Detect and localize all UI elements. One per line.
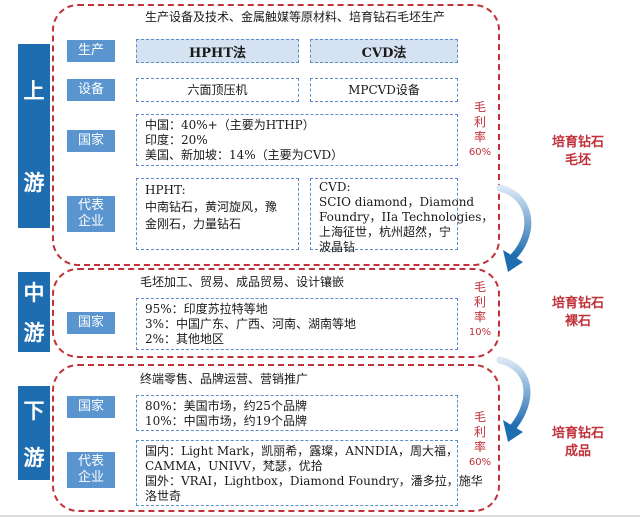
margin-char: 毛	[473, 100, 486, 114]
upstream-tab-companies: 代表 企业	[67, 196, 115, 232]
downstream-section	[52, 364, 500, 512]
company-line: CVD:	[319, 180, 351, 194]
product-line: 培育钻石	[551, 296, 604, 311]
product-line: 培育钻石	[551, 135, 604, 150]
midstream-product: 培育钻石 裸石	[538, 295, 618, 331]
cvd-companies-box: CVD: SCIO diamond，Diamond Foundry，IIa Te…	[310, 178, 493, 254]
upstream-header: 生产设备及技术、金属触媒等原材料、培育钻石毛坯生产	[144, 10, 445, 24]
upstream-tab-equipment: 设备	[67, 79, 115, 101]
cvd-equipment-box: MPCVD设备	[310, 78, 458, 102]
downstream-gross-margin: 毛 利 率 60%	[466, 410, 494, 470]
upstream-country-box: 中国：40%+（主要为HTHP） 印度：20% 美国、新加坡：14%（主要为CV…	[136, 114, 458, 166]
country-line: 10%：中国市场，约19个品牌	[145, 414, 307, 428]
tab-label-line: 代表	[77, 198, 104, 213]
tab-label: 设备	[77, 82, 104, 97]
country-line: 3%：中国广东、广西、河南、湖南等地	[145, 317, 357, 331]
margin-char: 率	[473, 130, 486, 144]
upstream-gross-margin: 毛 利 率 60%	[466, 100, 494, 160]
company-line: 中南钻石，黄河旋风，豫	[145, 200, 278, 214]
downstream-stage-label: 下 游	[18, 386, 50, 480]
upstream-product: 培育钻石 毛坯	[538, 134, 618, 170]
country-line: 中国：40%+（主要为HTHP）	[145, 118, 315, 132]
hpht-method-box: HPHT法	[136, 39, 299, 63]
margin-char: 率	[473, 440, 486, 454]
margin-char: 率	[473, 310, 486, 324]
tab-label: 国家	[77, 133, 104, 148]
margin-value: 10%	[468, 327, 492, 338]
country-line: 80%：美国市场，约25个品牌	[145, 399, 307, 413]
margin-char: 利	[473, 295, 486, 309]
downstream-companies-box: 国内：Light Mark，凯丽希，露璨，ANNDIA，周大福， CAMMA，U…	[136, 440, 483, 506]
upstream-section	[52, 4, 500, 266]
hpht-companies-box: HPHT: 中南钻石，黄河旋风，豫 金刚石，力量钻石	[136, 178, 299, 250]
midstream-header: 毛坯加工、贸易、成品贸易、设计镶嵌	[140, 275, 345, 289]
tab-label-line: 代表	[77, 454, 104, 469]
arrow-upstream-to-midstream-icon	[496, 184, 532, 272]
product-line: 培育钻石	[551, 426, 604, 441]
upstream-tab-production: 生产	[67, 40, 115, 62]
midstream-section	[52, 268, 500, 358]
margin-char: 利	[473, 425, 486, 439]
tab-label: 生产	[77, 43, 104, 58]
midstream-tab-country: 国家	[67, 312, 115, 334]
margin-char: 利	[473, 115, 486, 129]
midstream-stage-label: 中 游	[18, 272, 50, 352]
country-line: 美国、新加坡：14%（主要为CVD）	[145, 148, 344, 162]
company-line: 金刚石，力量钻石	[145, 217, 242, 231]
tab-label: 国家	[77, 315, 104, 330]
tab-label-line: 企业	[77, 470, 104, 485]
midstream-gross-margin: 毛 利 率 10%	[466, 280, 494, 340]
company-line: 洛世奇	[145, 489, 182, 503]
upstream-label-char-1: 上	[23, 79, 45, 103]
margin-char: 毛	[473, 410, 486, 424]
country-line: 2%：其他地区	[145, 332, 225, 346]
company-line: 国外：VRAI，Lightbox，Diamond Foundry，潘多拉，施华	[145, 474, 483, 488]
downstream-country-box: 80%：美国市场，约25个品牌 10%：中国市场，约19个品牌	[136, 395, 458, 431]
downstream-label-char-2: 游	[23, 445, 45, 470]
company-line: CAMMA，UNIVV，梵瑟，优拾	[145, 459, 323, 473]
upstream-tab-country: 国家	[67, 130, 115, 152]
product-line: 裸石	[564, 314, 591, 329]
downstream-label-char-1: 下	[23, 398, 45, 423]
downstream-header: 终端零售、品牌运营、营销推广	[140, 372, 309, 386]
country-line: 印度：20%	[145, 133, 208, 147]
arrow-midstream-to-downstream-icon	[496, 356, 531, 442]
cvd-method-box: CVD法	[310, 39, 458, 63]
product-line: 毛坯	[564, 153, 591, 168]
upstream-label-char-2: 游	[23, 171, 45, 195]
margin-value: 60%	[468, 147, 492, 158]
product-line: 成品	[564, 444, 591, 459]
midstream-label-char-2: 游	[23, 321, 45, 345]
country-line: 95%：印度苏拉特等地	[145, 302, 268, 316]
tab-label: 国家	[77, 399, 104, 414]
tab-label-line: 企业	[77, 214, 104, 229]
company-line: HPHT:	[145, 183, 186, 197]
company-line: 国内：Light Mark，凯丽希，露璨，ANNDIA，周大福，	[145, 444, 458, 458]
hpht-equipment-box: 六面顶压机	[136, 78, 299, 102]
downstream-tab-country: 国家	[67, 396, 115, 418]
margin-char: 毛	[473, 280, 486, 294]
margin-value: 60%	[468, 457, 492, 468]
company-line: 上海征世，杭州超然，宁	[319, 225, 452, 239]
company-line: 波晶钻	[319, 240, 356, 254]
downstream-tab-companies: 代表 企业	[67, 452, 115, 488]
midstream-label-char-1: 中	[23, 281, 45, 305]
downstream-product: 培育钻石 成品	[538, 425, 618, 461]
midstream-country-box: 95%：印度苏拉特等地 3%：中国广东、广西、河南、湖南等地 2%：其他地区	[136, 298, 458, 350]
upstream-stage-label: 上 游	[18, 44, 50, 228]
company-line: SCIO diamond，Diamond	[319, 195, 475, 209]
